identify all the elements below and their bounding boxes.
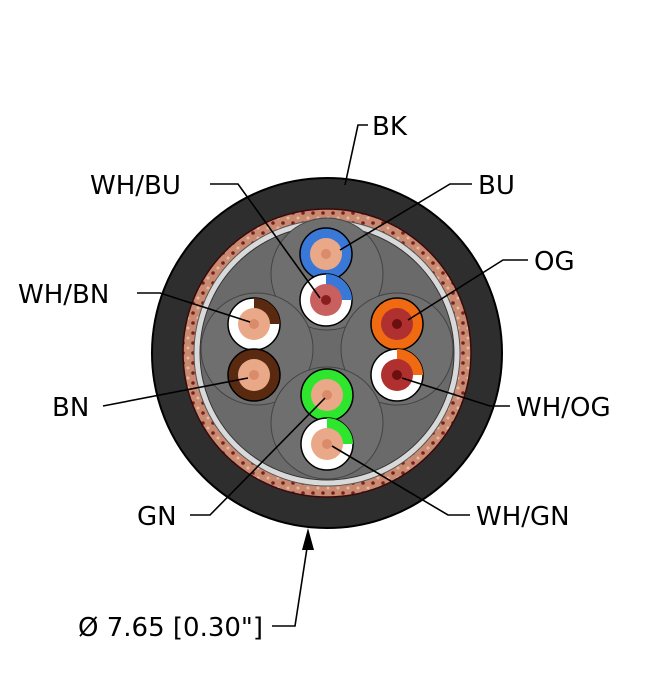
label-wh-bn: WH/BN [18, 280, 109, 310]
label-diameter: Ø 7.65 [0.30"] [78, 613, 263, 643]
label-og: OG [534, 247, 575, 277]
arrow-up-icon [302, 528, 314, 550]
label-bk: BK [372, 112, 408, 142]
core-wh-bn [227, 297, 281, 351]
leader-wh-bu [210, 183, 321, 299]
label-wh-og: WH/OG [516, 393, 611, 423]
leader-wh-og [401, 377, 510, 407]
label-wh-gn: WH/GN [476, 502, 570, 532]
label-bn: BN [52, 393, 89, 423]
core-wh-og [370, 348, 424, 402]
leader-og [407, 259, 528, 321]
leader-gn [190, 397, 326, 516]
core-wh-gn [300, 417, 354, 471]
core-bu [299, 227, 353, 281]
leader-bn [102, 377, 249, 407]
leader-bk [344, 124, 368, 186]
diameter-leader [272, 547, 308, 627]
core-bn [227, 348, 281, 402]
label-wh-bu: WH/BU [90, 171, 181, 201]
label-bu: BU [478, 171, 515, 201]
core-og [370, 297, 424, 351]
core-gn [300, 368, 354, 422]
leader-wh-gn [331, 445, 470, 516]
leader-bu [339, 183, 472, 251]
leader-wh-bn [137, 292, 251, 323]
label-gn: GN [137, 502, 177, 532]
